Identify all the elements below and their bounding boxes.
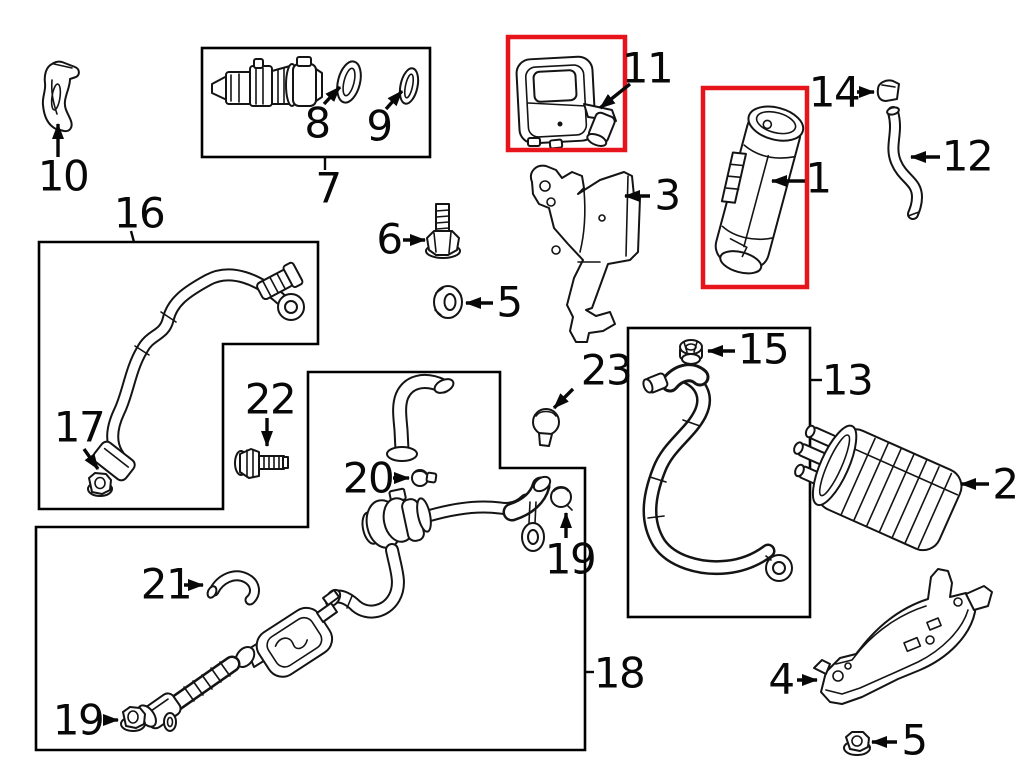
filter-18 [234,589,340,678]
o-ring-8 [336,60,362,104]
callout-label-3: 3 [654,171,679,220]
ribbed-hose-18 [137,655,241,732]
callout-label-1: 1 [805,154,830,203]
callout-label-21: 21 [141,560,191,609]
bolt-6 [425,203,461,259]
group-box-18 [34,370,587,752]
callout-arrow-17 [82,448,100,470]
callout-label-15: 15 [738,325,788,374]
canister-2 [793,424,963,552]
clip-19-right [550,486,573,511]
nut-17 [87,472,113,497]
callout-label-22: 22 [245,375,295,424]
separator-tube-1 [714,105,805,275]
parts-layer [41,55,993,756]
callout-arrow-9 [384,89,404,111]
s-hose-18 [324,543,405,619]
callout-label-11: 11 [622,44,672,93]
callout-label-10: 10 [38,152,88,201]
nut-5-top [433,285,463,319]
callout-label-16: 16 [114,189,164,238]
cap-15 [679,339,703,365]
callout-label-14: 14 [809,68,859,117]
clip-23 [532,408,560,447]
callout-label-2: 2 [992,460,1017,509]
callout-label-20: 20 [343,454,393,503]
highlight-box-1 [700,85,810,290]
vent-tube-18 [386,374,455,462]
hose-21 [206,570,260,606]
retainer-bracket-10 [41,60,80,133]
clip-20 [411,469,438,487]
callout-label-13: 13 [822,356,872,405]
highlight-box-11 [505,34,628,153]
bracket-4 [813,568,993,705]
pump-assembly-18 [361,475,552,552]
callout-label-4: 4 [768,655,793,704]
valve-assembly-7 [211,56,323,107]
mounting-bracket-3 [530,164,641,343]
callout-label-17: 17 [54,403,104,452]
callout-label-12: 12 [942,132,992,181]
callout-arrow-23 [552,387,575,410]
nut-19-bottom [120,706,146,732]
group-boxes-layer [34,46,812,752]
callout-label-5b: 5 [901,716,926,765]
callout-label-8: 8 [304,99,329,148]
nut-5-bottom [843,731,871,756]
bolt-22 [234,448,289,479]
purge-valve-11 [515,55,617,150]
vent-hose-16 [92,261,305,482]
callout-label-19b: 19 [53,696,103,745]
callout-label-23: 23 [581,346,631,395]
callout-label-18: 18 [594,649,644,698]
callout-label-5a: 5 [496,278,521,327]
clip-14 [876,79,900,102]
callout-label-9: 9 [366,102,391,151]
callout-label-19a: 19 [545,535,595,584]
callout-tick-16 [129,230,136,243]
group-box-16 [37,240,320,511]
highlight-boxes-layer [505,34,810,290]
group-box-7 [200,46,432,159]
callout-label-7: 7 [315,164,340,213]
callout-label-6: 6 [376,215,401,264]
callout-arrow-8 [322,85,342,106]
callout-arrow-11 [598,82,632,110]
hose-12 [886,106,923,220]
o-ring-9 [398,67,420,105]
fuel-hose-13 [642,363,793,582]
